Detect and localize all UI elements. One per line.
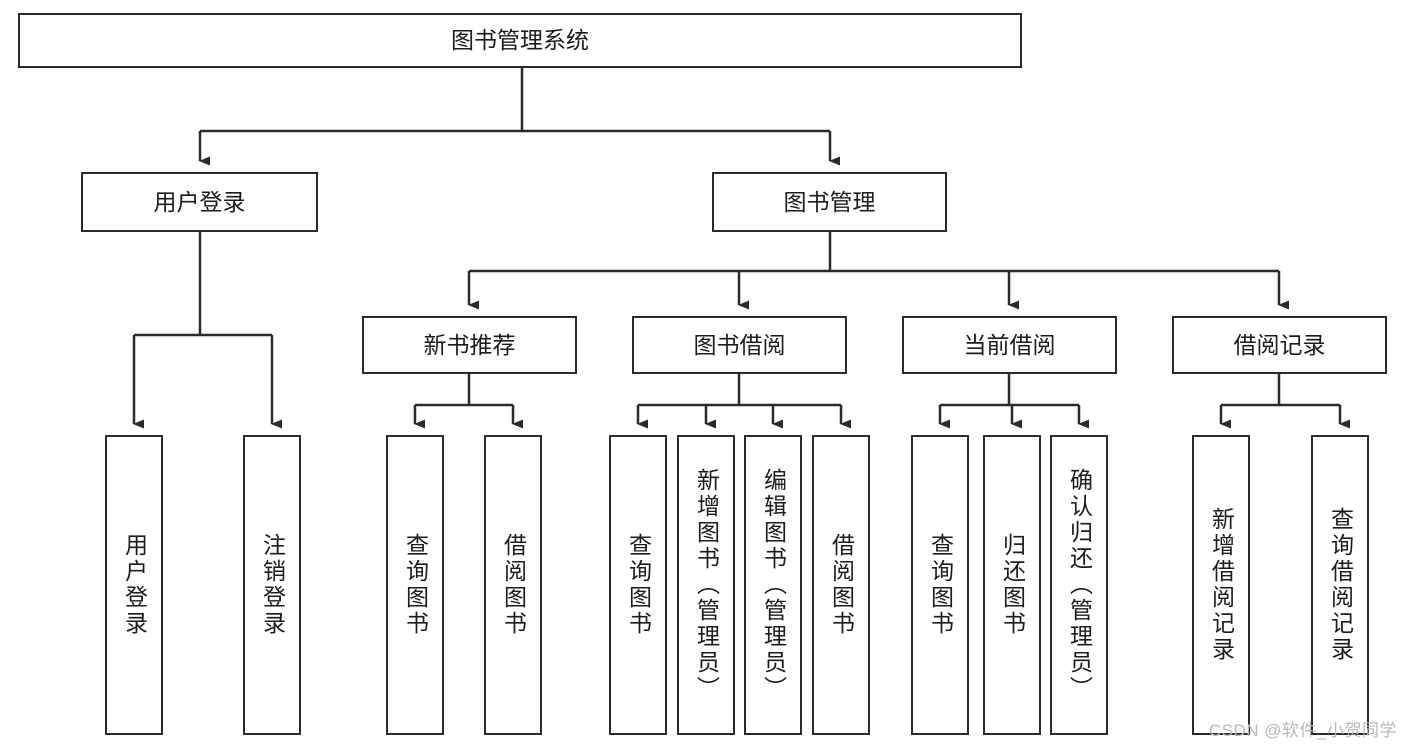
node-borrow-record[interactable]: 借阅记录 xyxy=(1172,316,1387,374)
node-leaf-add-book[interactable]: 新增图书（管理员） xyxy=(677,435,735,735)
node-label: 新书推荐 xyxy=(423,331,516,358)
node-leaf-query-record[interactable]: 查询借阅记录 xyxy=(1311,435,1369,735)
node-leaf-user-login[interactable]: 用户登录 xyxy=(105,435,163,735)
node-label: 查询图书 xyxy=(625,533,652,637)
user-login-to-leaves-connectors xyxy=(132,232,282,429)
book-borrow-to-leaves-connectors xyxy=(636,374,851,429)
node-root-system[interactable]: 图书管理系统 xyxy=(18,13,1022,68)
node-book-manage[interactable]: 图书管理 xyxy=(712,172,947,232)
node-label: 新增图书（管理员） xyxy=(693,468,720,702)
node-leaf-return-book[interactable]: 归还图书 xyxy=(983,435,1041,735)
node-label: 新增借阅记录 xyxy=(1208,507,1235,663)
node-leaf-confirm-return[interactable]: 确认归还（管理员） xyxy=(1050,435,1108,735)
book-manage-to-level3-connectors xyxy=(467,232,1289,310)
node-label: 查询借阅记录 xyxy=(1327,507,1354,663)
node-current-borrow[interactable]: 当前借阅 xyxy=(902,316,1117,374)
node-leaf-query-book-3[interactable]: 查询图书 xyxy=(911,435,969,735)
root-to-level2-connectors xyxy=(198,68,840,166)
node-label: 图书借阅 xyxy=(693,331,786,358)
node-leaf-query-book-2[interactable]: 查询图书 xyxy=(609,435,667,735)
node-label: 图书管理 xyxy=(783,188,876,215)
csdn-watermark: CSDN @软件_小贺同学 xyxy=(1208,721,1397,740)
node-label: 用户登录 xyxy=(121,533,148,637)
node-user-login[interactable]: 用户登录 xyxy=(81,172,318,232)
node-label: 查询图书 xyxy=(927,533,954,637)
current-borrow-to-leaves-connectors xyxy=(938,374,1089,429)
new-book-recommend-to-leaves-connectors xyxy=(413,374,523,429)
node-label: 注销登录 xyxy=(259,533,286,637)
node-leaf-logout[interactable]: 注销登录 xyxy=(243,435,301,735)
node-label: 查询图书 xyxy=(402,533,429,637)
node-leaf-borrow-book-2[interactable]: 借阅图书 xyxy=(812,435,870,735)
node-leaf-add-record[interactable]: 新增借阅记录 xyxy=(1192,435,1250,735)
node-label: 图书管理系统 xyxy=(451,27,589,54)
node-label: 归还图书 xyxy=(999,533,1026,637)
node-leaf-borrow-book-1[interactable]: 借阅图书 xyxy=(484,435,542,735)
node-label: 当前借阅 xyxy=(963,331,1056,358)
node-label: 编辑图书（管理员） xyxy=(760,468,787,702)
node-book-borrow[interactable]: 图书借阅 xyxy=(632,316,847,374)
borrow-record-to-leaves-connectors xyxy=(1219,374,1350,429)
node-leaf-query-book-1[interactable]: 查询图书 xyxy=(386,435,444,735)
node-label: 借阅图书 xyxy=(500,533,527,637)
node-label: 借阅图书 xyxy=(828,533,855,637)
node-leaf-edit-book[interactable]: 编辑图书（管理员） xyxy=(744,435,802,735)
node-label: 借阅记录 xyxy=(1233,331,1326,358)
node-label: 确认归还（管理员） xyxy=(1066,468,1093,702)
node-new-book-recommend[interactable]: 新书推荐 xyxy=(362,316,577,374)
node-label: 用户登录 xyxy=(153,188,246,215)
